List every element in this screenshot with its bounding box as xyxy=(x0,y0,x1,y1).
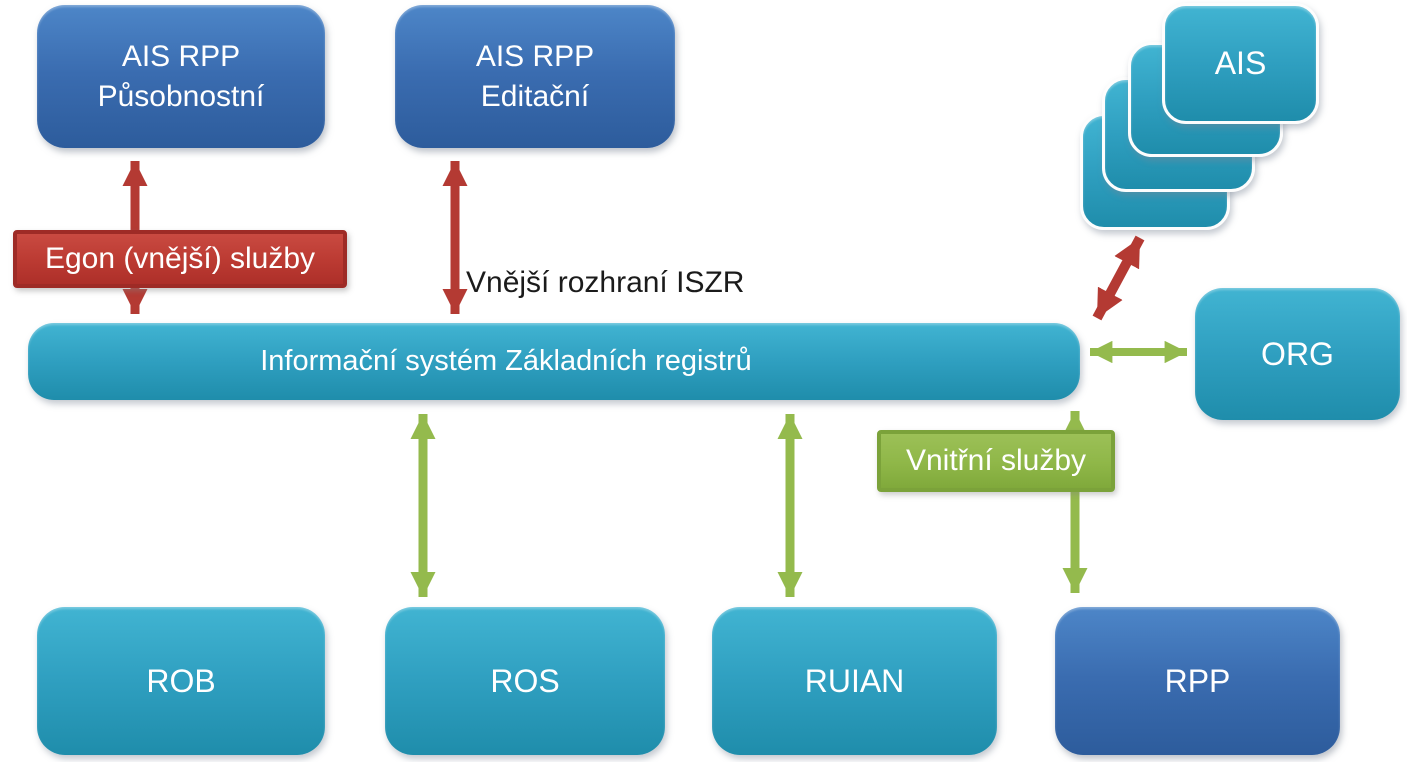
node-ros: ROS xyxy=(385,607,665,755)
node-ruian: RUIAN xyxy=(712,607,997,755)
node-label: RPP xyxy=(1164,662,1231,699)
label-egon-services: Egon (vnější) služby xyxy=(13,230,347,288)
node-label: AIS xyxy=(1214,45,1267,82)
node-label: ROS xyxy=(490,662,560,699)
node-label: RUIAN xyxy=(804,662,905,699)
node-label-line: AIS RPP xyxy=(121,39,241,73)
label-text: Vnitřní služby xyxy=(905,444,1087,477)
node-rpp: RPP xyxy=(1055,607,1340,755)
label-text: Vnější rozhraní ISZR xyxy=(466,266,745,299)
node-ais-rpp-editacni: AIS RPP Editační xyxy=(395,5,675,148)
node-ais-stack-front: AIS xyxy=(1162,3,1319,124)
node-label: ROB xyxy=(146,662,216,699)
arrow-aisstack-iszr xyxy=(1092,235,1145,321)
node-ais-rpp-pusobnostni: AIS RPP Působnostní xyxy=(37,5,325,148)
node-label: Informační systém Základních registrů xyxy=(260,345,752,378)
node-iszr-bar: Informační systém Základních registrů xyxy=(28,323,1080,400)
node-org: ORG xyxy=(1195,288,1400,420)
node-label-line: Působnostní xyxy=(97,79,265,113)
label-vnejsi-rozhrani-iszr: Vnější rozhraní ISZR xyxy=(466,266,744,300)
node-label: ORG xyxy=(1261,335,1334,372)
node-rob: ROB xyxy=(37,607,325,755)
node-label-line: AIS RPP xyxy=(475,39,595,73)
node-label-line: Editační xyxy=(480,79,590,113)
label-text: Egon (vnější) služby xyxy=(44,242,316,275)
label-vnitrni-sluzby: Vnitřní služby xyxy=(877,430,1115,492)
